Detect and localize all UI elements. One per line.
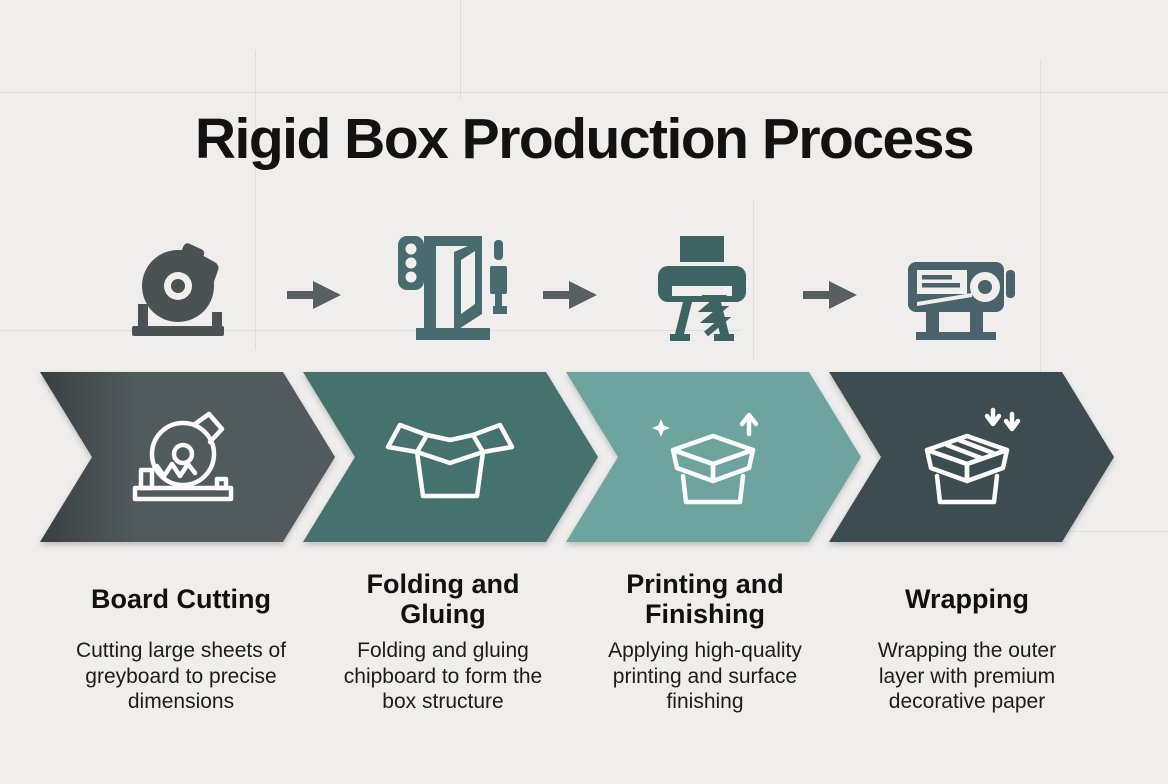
step-wrapping: Wrapping Wrapping the outer layer with p… — [836, 568, 1098, 715]
step-description: Folding and gluing chipboard to form the… — [343, 639, 543, 714]
open-box-outline-icon — [385, 422, 515, 499]
bg-seam-line — [0, 92, 1168, 93]
step-description: Wrapping the outer layer with premium de… — [877, 639, 1057, 714]
sparkle-icon — [652, 419, 670, 437]
page-title: Rigid Box Production Process — [194, 107, 975, 171]
bg-seam-line — [753, 200, 754, 360]
step-title: Folding and Gluing — [366, 569, 520, 629]
step-title: Printing and Finishing — [626, 569, 784, 629]
step-printing-finishing: Printing and Finishing Applying high-qua… — [574, 568, 836, 715]
down-arrow-icon — [1003, 411, 1021, 432]
right-arrow-icon — [803, 281, 857, 309]
step-description: Cutting large sheets of greyboard to pre… — [75, 639, 287, 714]
step-title: Wrapping — [905, 584, 1029, 615]
sparkle-box-outline-icon — [652, 412, 759, 505]
wrapping-machine-icon — [908, 262, 1015, 340]
step-folding-gluing: Folding and Gluing Folding and gluing ch… — [312, 568, 574, 715]
step-title: Board Cutting — [91, 584, 271, 615]
circular-saw-machine-icon — [132, 243, 224, 336]
bg-seam-line — [255, 50, 256, 350]
up-arrow-icon — [739, 412, 759, 437]
folding-machine-icon — [398, 236, 507, 340]
wrapped-box-down-arrows-icon — [924, 407, 1021, 505]
process-chevron-band — [40, 372, 1114, 542]
chevron-inner-shadow — [40, 372, 135, 542]
printing-machine-icon — [658, 236, 746, 341]
step-description: Applying high-quality printing and surfa… — [608, 639, 802, 714]
step-board-cutting: Board Cutting Cutting large sheets of gr… — [50, 568, 312, 715]
chevron-wrapping — [829, 372, 1114, 542]
right-arrow-icon — [287, 281, 341, 309]
down-arrow-icon — [984, 407, 1002, 427]
bg-seam-line — [1020, 531, 1168, 532]
right-arrow-icon — [543, 281, 597, 309]
bg-seam-line — [0, 330, 740, 331]
chevron-printing-finishing — [566, 372, 861, 542]
circular-saw-outline-icon — [132, 411, 234, 502]
chevron-folding-gluing — [303, 372, 598, 542]
steps-text-row: Board Cutting Cutting large sheets of gr… — [0, 568, 1168, 715]
bg-seam-line — [1040, 60, 1041, 535]
bg-seam-line — [460, 0, 461, 100]
